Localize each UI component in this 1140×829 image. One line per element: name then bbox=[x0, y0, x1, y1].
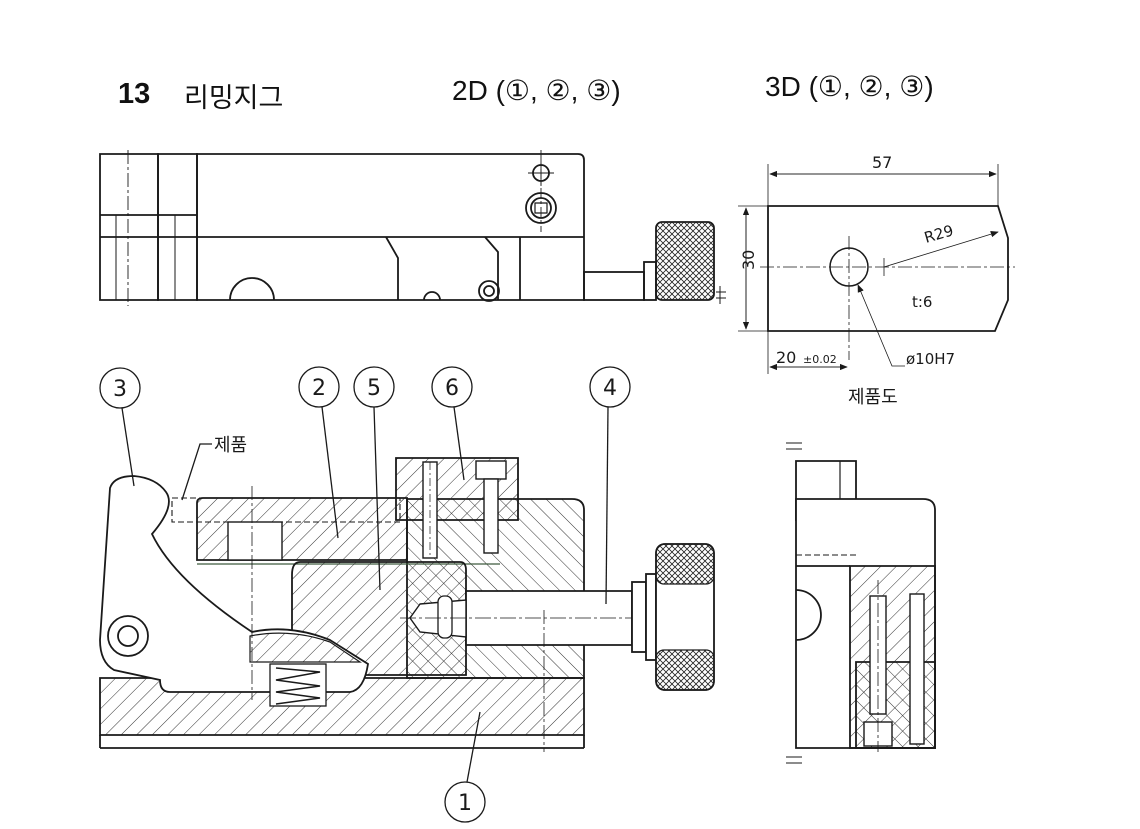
dim-offset-tolerance: ±0.02 bbox=[803, 353, 837, 366]
view-3d-label: 3D (①, ②, ③) bbox=[765, 71, 934, 102]
balloon-label-4: 4 bbox=[603, 376, 617, 401]
view-2d-label: 2D (①, ②, ③) bbox=[452, 75, 621, 106]
balloon-part-4 bbox=[589, 366, 631, 408]
balloon-part-2 bbox=[298, 366, 340, 408]
dim-thickness: t:6 bbox=[912, 293, 932, 311]
section-view bbox=[99, 457, 715, 752]
balloon-label-6: 6 bbox=[445, 376, 459, 401]
balloon-label-5: 5 bbox=[367, 376, 381, 401]
balloon-label-3: 3 bbox=[113, 377, 127, 402]
top-view bbox=[99, 150, 726, 306]
balloon-part-1 bbox=[444, 781, 486, 823]
side-view bbox=[786, 442, 936, 764]
dim-hole-diameter: ø10H7 bbox=[906, 350, 955, 368]
product-label: 제품 bbox=[214, 435, 247, 456]
balloon-label-2: 2 bbox=[312, 376, 326, 401]
dim-height-30: 30 bbox=[739, 250, 758, 270]
drawing-title: 리밍지그 bbox=[184, 83, 284, 114]
dim-offset-20: 20 bbox=[776, 348, 796, 367]
product-view bbox=[738, 164, 1015, 374]
drawing-number: 13 bbox=[118, 78, 151, 110]
dim-radius-r29: R29 bbox=[922, 221, 955, 246]
product-drawing-caption: 제품도 bbox=[848, 387, 898, 408]
balloon-part-6 bbox=[431, 366, 473, 408]
dim-length-57: 57 bbox=[872, 153, 892, 172]
balloon-label-1: 1 bbox=[458, 791, 472, 816]
balloon-part-3 bbox=[99, 367, 141, 409]
